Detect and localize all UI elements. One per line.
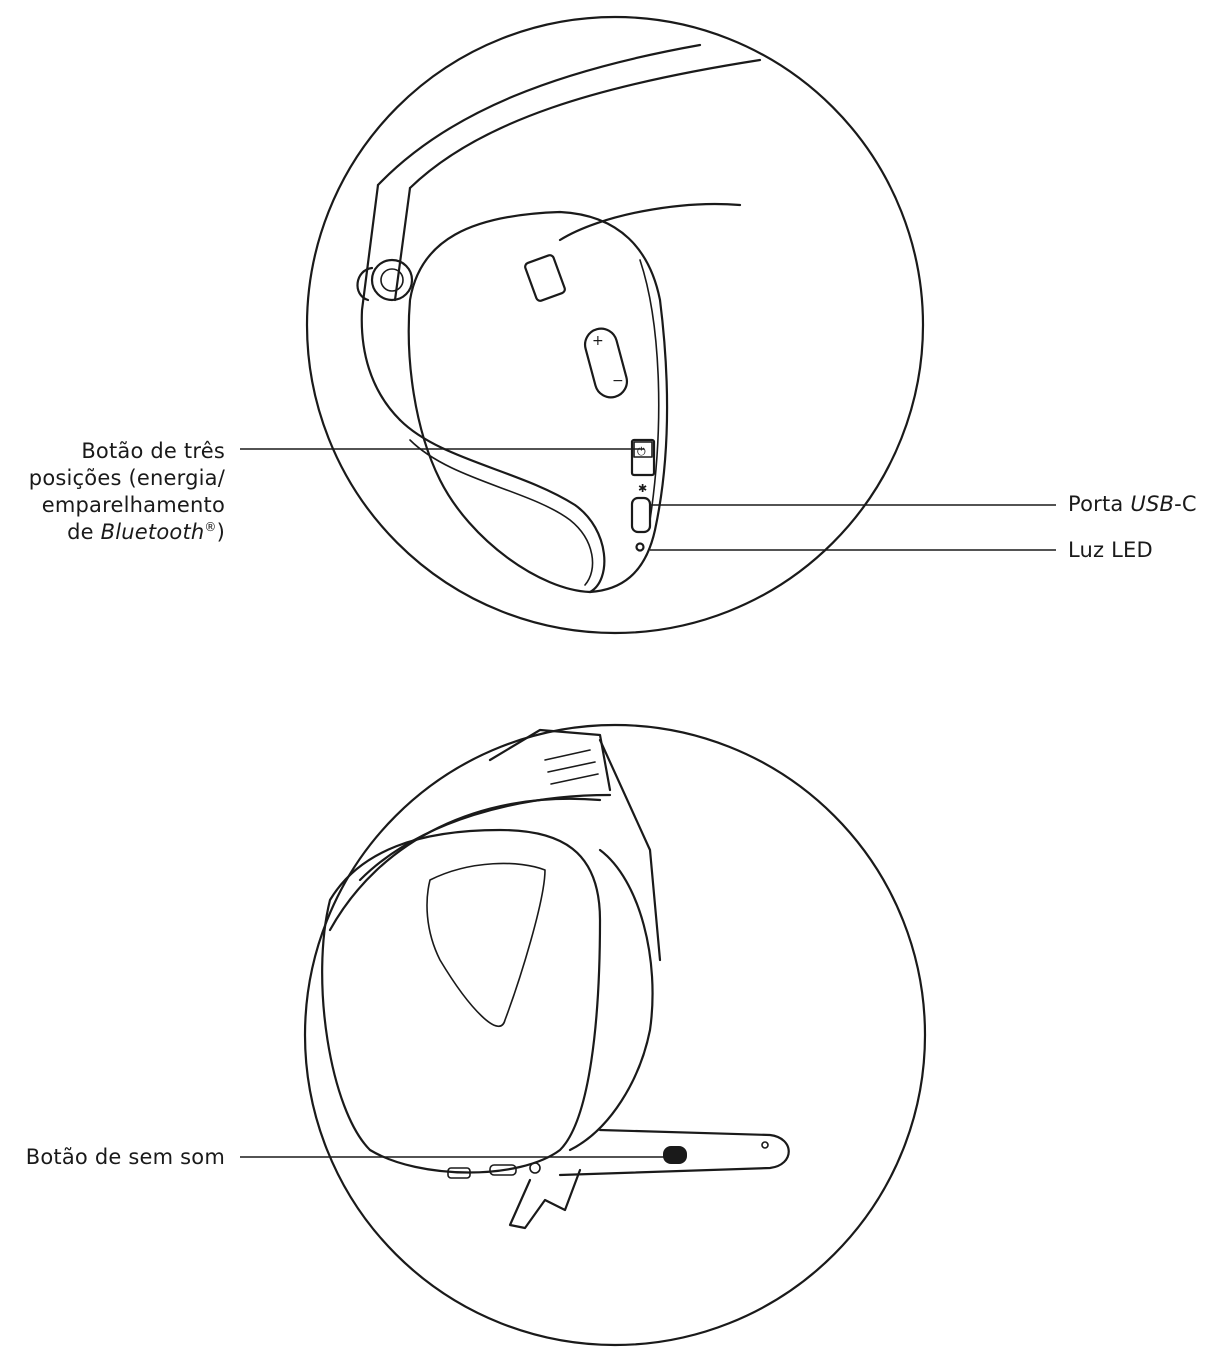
power-icon: ⏻ [637, 445, 646, 458]
ear-cushion-inner [409, 439, 594, 586]
headband-back [558, 202, 742, 242]
label-mute-button: Botão de sem som [25, 1145, 225, 1169]
three-position-switch [630, 438, 656, 477]
bottom-zoom-circle [303, 723, 927, 1347]
bottom-ear-cushion-inner [426, 862, 546, 1027]
mic-stalk [508, 1168, 582, 1230]
headset-bottom-view [240, 723, 927, 1347]
mic-boom [558, 1128, 790, 1177]
led-light [635, 542, 645, 552]
top-slot [524, 254, 566, 302]
bottom-led [529, 1162, 541, 1174]
label-three-position-line4-suffix: ) [216, 520, 225, 544]
yoke-hinge [370, 258, 414, 302]
bottom-slot-1 [447, 1167, 471, 1179]
yoke-hinge-inner [380, 268, 404, 292]
ear-cushion [398, 418, 606, 594]
label-three-position-line4-prefix: de [67, 520, 101, 544]
label-three-position-line2: posições (energia/ [28, 466, 225, 490]
label-usb-c-port: Porta USB-C [1068, 491, 1197, 518]
headband [376, 43, 702, 187]
label-led-light: Luz LED [1068, 538, 1153, 562]
bottom-headband-grip [544, 749, 599, 785]
volume-minus-icon: − [612, 373, 624, 389]
bluetooth-icon: ✱ [638, 482, 647, 495]
bottom-band-outer-2 [358, 793, 612, 882]
headset-side-view: + − ⏻ ✱ [240, 15, 1056, 635]
usb-c-port [630, 496, 652, 534]
label-three-position-line4: de Bluetooth®) [29, 519, 225, 546]
yoke-arm [360, 183, 402, 422]
ear-cup-face [639, 259, 660, 521]
bottom-headband [488, 728, 612, 792]
label-three-position-line1: Botão de três [81, 439, 225, 463]
label-registered-mark: ® [204, 520, 217, 534]
bottom-ear-cushion [321, 828, 602, 1174]
yoke-arm-inner [393, 186, 412, 302]
top-zoom-circle [305, 15, 925, 635]
mic-hole [761, 1141, 769, 1149]
ear-cup [407, 210, 669, 594]
label-three-position-line3: emparelhamento [41, 493, 225, 517]
volume-rocker [583, 327, 629, 399]
label-usb-c-italic: USB [1130, 492, 1175, 516]
yoke-stub [356, 266, 374, 302]
headband-inner [408, 58, 762, 190]
label-usb-c-prefix: Porta [1068, 492, 1131, 516]
bottom-band-edge [598, 738, 662, 962]
bottom-ear-cup [568, 848, 654, 1152]
mute-button [663, 1146, 687, 1164]
label-bluetooth-word: Bluetooth [100, 520, 205, 544]
volume-plus-icon: + [592, 333, 604, 349]
label-usb-c-suffix: -C [1174, 492, 1197, 516]
bottom-slot-2 [489, 1164, 517, 1176]
label-three-position-button: Botão de três posições (energia/ emparel… [29, 438, 225, 546]
